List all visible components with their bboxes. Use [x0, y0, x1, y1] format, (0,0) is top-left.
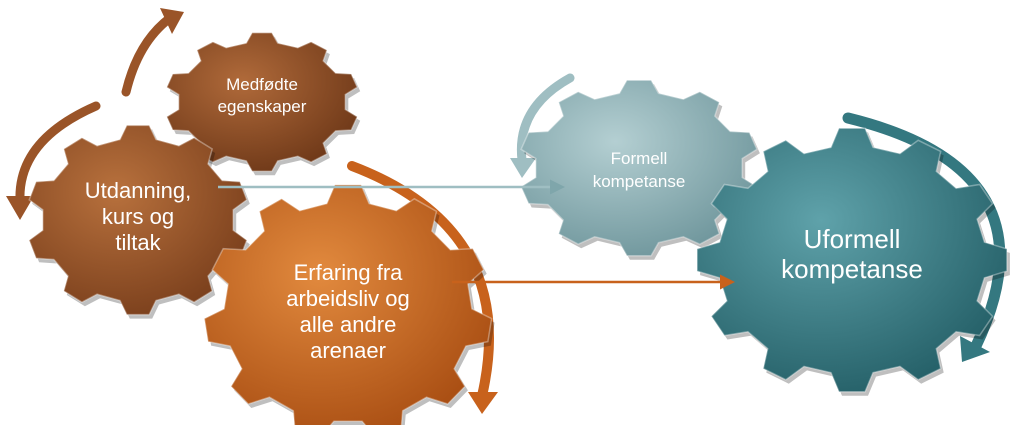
label-erfaring-3: alle andre: [300, 312, 397, 337]
label-uformell-1: Uformell: [804, 224, 901, 254]
label-formell-1: Formell: [611, 149, 668, 168]
gear-medfodte: [165, 32, 359, 172]
gear-uformell: [696, 127, 1008, 393]
label-medfodte-1: Medfødte: [226, 75, 298, 94]
gear-utdanning: [28, 124, 248, 316]
gear-formell: [520, 79, 758, 257]
label-utdanning-3: tiltak: [115, 230, 161, 255]
label-utdanning-1: Utdanning,: [85, 178, 191, 203]
label-erfaring-1: Erfaring fra: [294, 260, 404, 285]
gear-erfaring: [203, 184, 493, 430]
curved-arrow-medfodte: [121, 13, 175, 97]
gears: [28, 32, 1010, 430]
label-erfaring-4: arenaer: [310, 338, 386, 363]
curved-arrow-utdanning: [15, 101, 101, 205]
arrowhead-utdanning: [6, 196, 34, 220]
connectors: [218, 179, 735, 290]
arrowhead-uformell: [960, 336, 990, 362]
label-medfodte-2: egenskaper: [218, 97, 307, 116]
label-utdanning-2: kurs og: [102, 204, 174, 229]
arrowhead-formell: [510, 158, 536, 178]
arrowhead-medfodte: [160, 8, 184, 34]
label-uformell-2: kompetanse: [781, 254, 923, 284]
label-formell-2: kompetanse: [593, 172, 686, 191]
arrowhead-erfaring: [468, 392, 498, 414]
label-erfaring-2: arbeidsliv og: [286, 286, 410, 311]
gear-labels: Medfødte egenskaper Utdanning, kurs og t…: [85, 75, 923, 363]
